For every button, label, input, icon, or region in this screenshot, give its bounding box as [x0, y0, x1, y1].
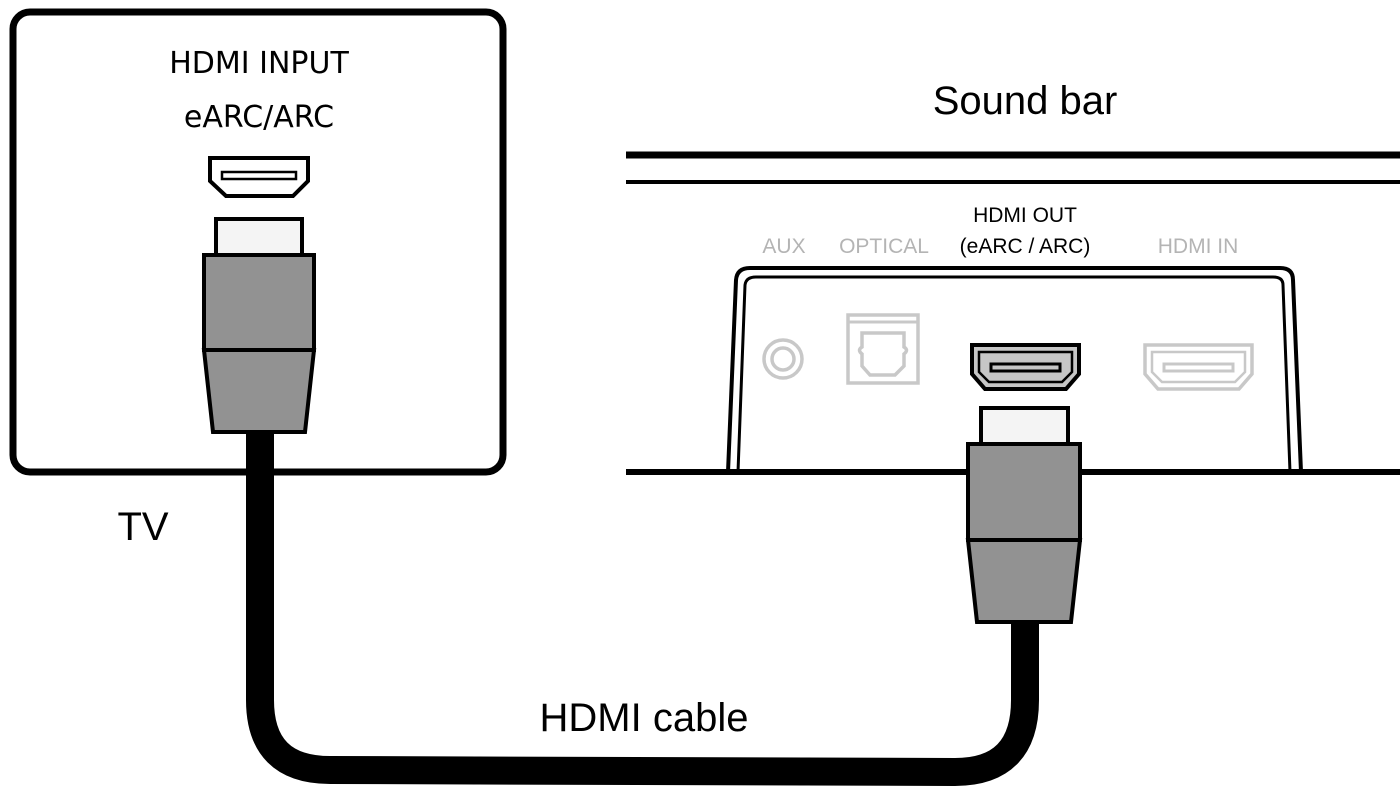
- soundbar-hdmi-plug-icon[interactable]: [965, 406, 1083, 624]
- tv-label: TV: [117, 505, 168, 549]
- port-label-aux: AUX: [762, 235, 805, 258]
- soundbar-body: [626, 151, 1400, 475]
- hdmi-cable-label: HDMI cable: [540, 696, 749, 740]
- optical-port-icon[interactable]: [846, 313, 920, 385]
- tv-panel: HDMI INPUT eARC/ARC: [9, 8, 507, 476]
- tv-hdmi-port-icon[interactable]: [208, 156, 310, 198]
- tv-port-label-line2: eARC/ARC: [184, 100, 334, 135]
- port-panel-inner: [736, 275, 1292, 473]
- hdmi-in-port-icon[interactable]: [1143, 343, 1254, 391]
- port-panel-outer: [726, 266, 1303, 473]
- tv-outline: [9, 8, 507, 476]
- port-label-hdmi-in: HDMI IN: [1158, 235, 1239, 258]
- port-label-optical: OPTICAL: [839, 235, 929, 258]
- port-label-hdmi-out-line2: (eARC / ARC): [960, 235, 1091, 258]
- hdmi-cable-wire: [246, 430, 1039, 786]
- tv-port-label-line1: HDMI INPUT: [169, 46, 349, 81]
- hdmi-out-port-icon[interactable]: [970, 343, 1081, 391]
- aux-port-icon[interactable]: [762, 338, 804, 380]
- soundbar-label: Sound bar: [933, 79, 1118, 123]
- port-label-hdmi-out-line1: HDMI OUT: [973, 204, 1077, 227]
- tv-hdmi-plug-icon[interactable]: [201, 217, 317, 434]
